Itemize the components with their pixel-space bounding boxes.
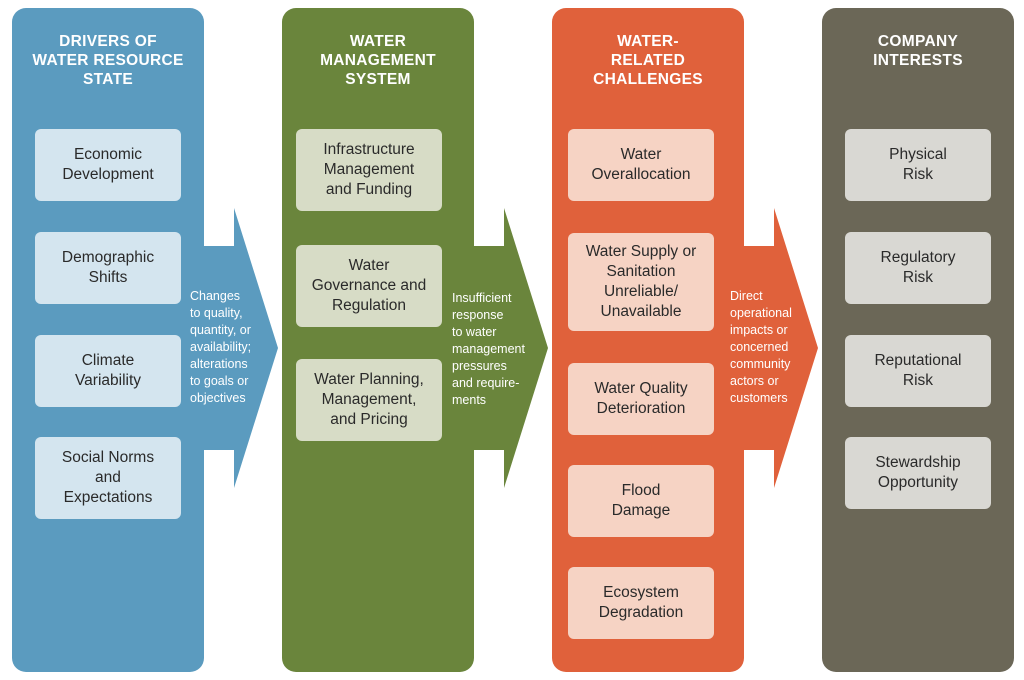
company-box: Physical Risk	[845, 129, 991, 201]
column-title: DRIVERS OF WATER RESOURCE STATE	[32, 33, 184, 88]
arrow-label-management: Insufficient response to water managemen…	[452, 291, 525, 407]
flow-arrow-management-to-challenges	[468, 208, 548, 488]
challenge-box: Water Supply or Sanitation Unreliable/ U…	[568, 233, 714, 331]
challenge-box: Flood Damage	[568, 465, 714, 537]
arrow-shape	[198, 208, 278, 488]
challenge-box: Water Overallocation	[568, 129, 714, 201]
management-box: Water Governance and Regulation	[296, 245, 442, 327]
column-company-interests: COMPANY INTERESTS Physical Risk Regulato…	[822, 8, 1014, 672]
management-box: Water Planning, Management, and Pricing	[296, 359, 442, 441]
arrow-label-drivers: Changes to quality, quantity, or availab…	[190, 289, 252, 405]
column-water-challenges: WATER- RELATED CHALLENGES Water Overallo…	[552, 8, 744, 672]
column-title: WATER MANAGEMENT SYSTEM	[320, 33, 436, 88]
company-box: Reputational Risk	[845, 335, 991, 407]
column-title: COMPANY INTERESTS	[873, 33, 963, 69]
column-water-management: WATER MANAGEMENT SYSTEM Infrastructure M…	[282, 8, 474, 672]
management-box: Infrastructure Management and Funding	[296, 129, 442, 211]
column-title: WATER- RELATED CHALLENGES	[593, 33, 703, 88]
challenge-box: Ecosystem Degradation	[568, 567, 714, 639]
company-box: Regulatory Risk	[845, 232, 991, 304]
company-box: Stewardship Opportunity	[845, 437, 991, 509]
arrow-shape	[738, 208, 818, 488]
driver-box: Climate Variability	[35, 335, 181, 407]
driver-box: Social Norms and Expectations	[35, 437, 181, 519]
flow-arrow-drivers-to-management	[198, 208, 278, 488]
challenge-box: Water Quality Deterioration	[568, 363, 714, 435]
driver-box: Economic Development	[35, 129, 181, 201]
arrow-shape	[468, 208, 548, 488]
column-drivers: DRIVERS OF WATER RESOURCE STATE Economic…	[12, 8, 204, 672]
driver-box: Demographic Shifts	[35, 232, 181, 304]
flow-arrow-challenges-to-company	[738, 208, 818, 488]
arrow-label-challenges: Direct operational impacts or concerned …	[730, 289, 792, 405]
